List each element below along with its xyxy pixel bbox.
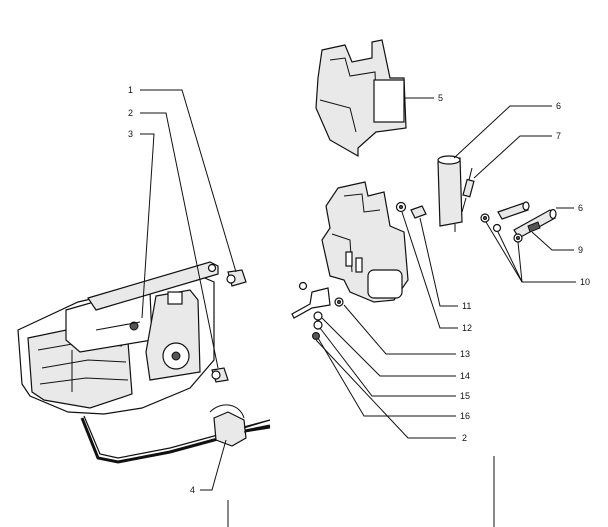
power-cord-part (80, 404, 271, 464)
motor-assembly-part (17, 261, 219, 415)
leader-lines (140, 89, 576, 527)
callout-6-top: 6 (556, 101, 561, 111)
callout-12: 12 (462, 323, 472, 333)
callout-11: 11 (462, 301, 471, 311)
callout-16: 16 (460, 411, 470, 421)
terminal-clip-part (291, 281, 344, 340)
capacitor-part (437, 155, 463, 232)
callout-15: 15 (460, 391, 470, 401)
callout-13: 13 (460, 349, 470, 359)
callout-9: 9 (578, 245, 583, 255)
callout-1: 1 (128, 85, 133, 95)
callout-3: 3 (128, 129, 133, 139)
callout-4: 4 (190, 485, 195, 495)
screw-1-part (226, 269, 247, 287)
callout-2: 2 (128, 108, 133, 118)
callout-6-right: 6 (578, 203, 583, 213)
callout-5: 5 (438, 93, 443, 103)
callout-10: 10 (580, 277, 590, 287)
screw-2-part (211, 367, 229, 383)
switch-bracket-part (321, 181, 409, 303)
callout-7: 7 (556, 131, 561, 141)
resistor-part (461, 167, 475, 213)
spacer-pins-part (480, 201, 557, 243)
cover-bracket-part (315, 39, 407, 158)
callout-labels: 1 2 3 4 5 6 7 6 9 10 11 12 13 14 15 16 2 (128, 85, 590, 495)
screw-washer-part (395, 201, 427, 219)
callout-14: 14 (460, 371, 470, 381)
callout-2-right: 2 (462, 433, 467, 443)
